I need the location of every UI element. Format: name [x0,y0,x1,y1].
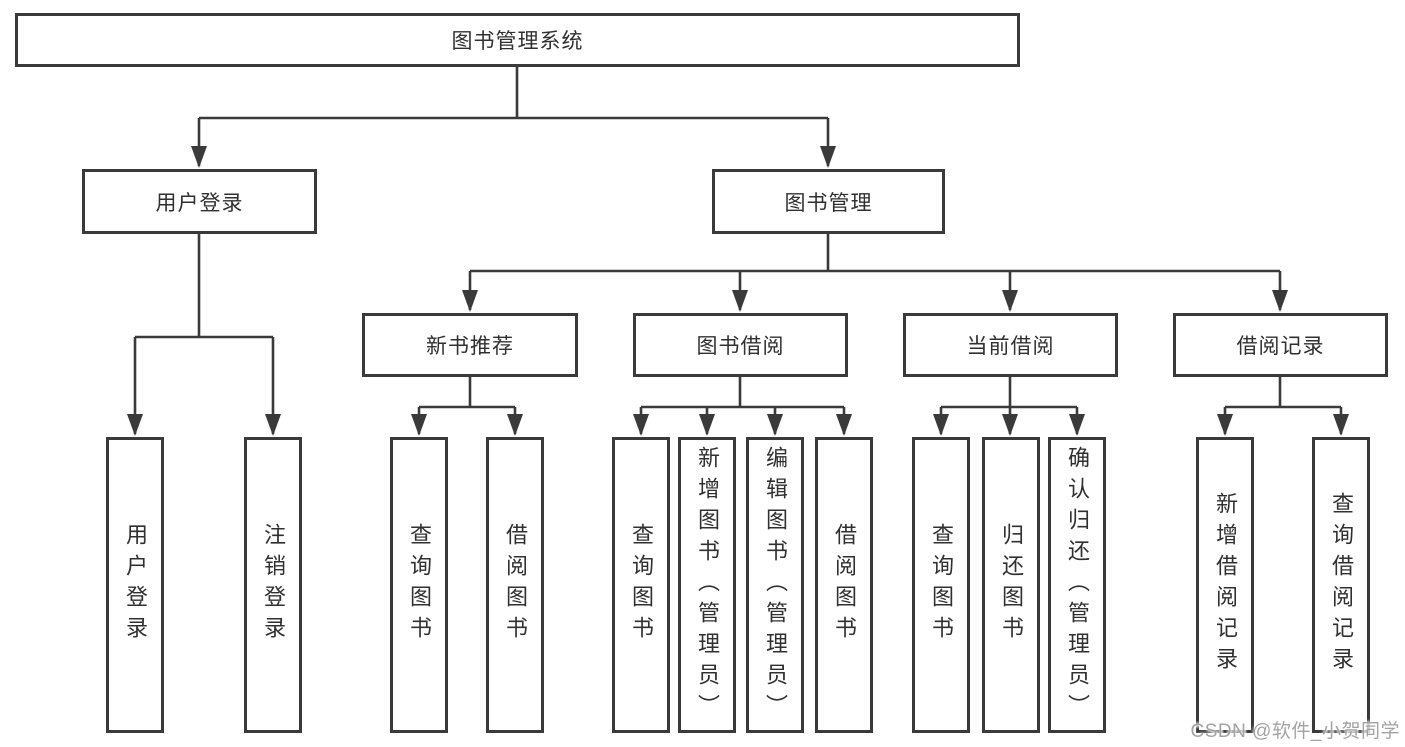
leaf-query-borrow-record: 查询借阅记录 [1312,437,1370,733]
node-current-borrowing: 当前借阅 [903,313,1118,377]
node-new-book-recommend-label: 新书推荐 [426,335,514,358]
leaf-add-borrow-record: 新增借阅记录 [1196,437,1254,733]
leaf-user-login: 用户登录 [106,437,164,733]
leaf-query-borrow-record-label: 查询借阅记录 [1329,492,1354,678]
leaf-return-books: 归还图书 [982,437,1040,733]
node-book-management-label: 图书管理 [784,191,873,215]
leaf-add-books-admin-label: 新增图书（管理员） [695,445,720,725]
leaf-edit-books-admin-label: 编辑图书（管理员） [763,445,788,725]
leaf-edit-books-admin: 编辑图书（管理员） [746,437,804,733]
leaf-add-borrow-record-label: 新增借阅记录 [1213,492,1238,678]
leaf-query-books-newbooks: 查询图书 [390,437,448,733]
leaf-confirm-return-admin: 确认归还（管理员） [1048,437,1106,733]
leaf-query-books-borrow-label: 查询图书 [629,523,654,647]
leaf-logout-label: 注销登录 [261,523,286,647]
leaf-borrow-books-label: 借阅图书 [832,523,857,647]
leaf-query-books-current: 查询图书 [912,437,970,733]
node-root-label: 图书管理系统 [451,30,584,53]
node-book-management: 图书管理 [712,169,945,234]
leaf-add-books-admin: 新增图书（管理员） [678,437,736,733]
leaf-return-books-label: 归还图书 [999,523,1024,647]
node-user-login-label: 用户登录 [155,191,244,215]
leaf-borrow-books-newbooks: 借阅图书 [486,437,544,733]
node-borrowing-records: 借阅记录 [1173,313,1388,377]
node-current-borrowing-label: 当前借阅 [966,335,1055,358]
leaf-query-books-newbooks-label: 查询图书 [407,523,432,647]
connector-bars [135,67,1341,409]
node-book-borrowing: 图书借阅 [633,313,848,377]
leaf-query-books-borrow: 查询图书 [612,437,670,733]
node-root: 图书管理系统 [15,13,1020,67]
leaf-confirm-return-admin-label: 确认归还（管理员） [1065,445,1090,725]
node-borrowing-records-label: 借阅记录 [1236,335,1325,358]
leaf-borrow-books-newbooks-label: 借阅图书 [503,523,528,647]
leaf-logout: 注销登录 [244,437,302,733]
connector-arrows [127,118,1349,436]
node-book-borrowing-label: 图书借阅 [696,335,785,358]
leaf-user-login-label: 用户登录 [123,523,148,647]
leaf-query-books-current-label: 查询图书 [929,523,954,647]
csdn-watermark: CSDN @软件_小贺同学 [1190,721,1400,742]
node-user-login: 用户登录 [82,169,317,234]
leaf-borrow-books: 借阅图书 [815,437,873,733]
node-new-book-recommend: 新书推荐 [362,313,578,377]
